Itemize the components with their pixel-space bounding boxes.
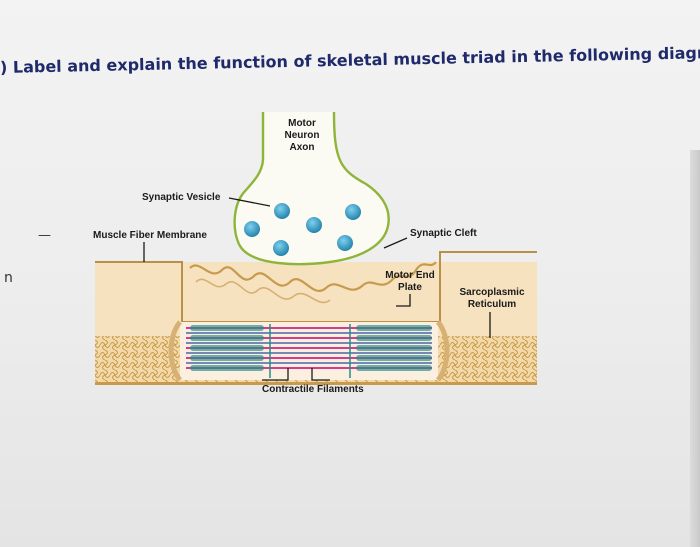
label-sarcoplasmic-reticulum: Sarcoplasmic Reticulum xyxy=(455,287,529,311)
label-line: Motor xyxy=(288,118,316,129)
thin-filaments xyxy=(186,332,432,364)
vesicle xyxy=(306,217,322,233)
label-synaptic-cleft: Synaptic Cleft xyxy=(410,228,477,239)
page-edge xyxy=(690,150,700,547)
vesicle xyxy=(345,204,361,220)
leader-synaptic-cleft xyxy=(383,237,408,249)
leader-filaments-right xyxy=(311,368,330,381)
fiber-lower-edge xyxy=(95,382,537,385)
z-lines xyxy=(269,324,351,378)
label-muscle-fiber-membrane: Muscle Fiber Membrane xyxy=(93,230,207,241)
label-line: Motor End xyxy=(385,270,435,281)
vesicle xyxy=(337,235,353,251)
label-synaptic-vesicle: Synaptic Vesicle xyxy=(142,192,221,203)
right-cap xyxy=(435,320,450,382)
vesicle xyxy=(273,240,289,256)
label-motor-end-plate: Motor End Plate xyxy=(380,270,440,294)
junctional-folds-inner xyxy=(195,278,331,304)
myosin-heads-right xyxy=(356,325,432,371)
label-line: Sarcoplasmic xyxy=(459,287,525,298)
vesicle xyxy=(244,221,260,237)
label-motor-neuron-axon: Motor Neuron Axon xyxy=(276,118,328,154)
leader-end-plate xyxy=(396,294,411,307)
myosin-heads-left xyxy=(190,325,264,371)
label-line: Reticulum xyxy=(467,299,517,310)
label-contractile-filaments: Contractile Filaments xyxy=(262,384,364,395)
axon-terminal xyxy=(233,111,390,266)
label-line: Plate xyxy=(398,282,422,293)
label-line: Axon xyxy=(289,142,315,153)
left-cap xyxy=(168,320,183,382)
synaptic-vesicles xyxy=(244,203,361,256)
margin-dash: — xyxy=(38,228,51,243)
junctional-folds xyxy=(189,261,437,292)
vesicle xyxy=(274,203,290,219)
label-line: Neuron xyxy=(284,130,320,141)
leader-filaments-left xyxy=(262,368,289,381)
leader-synaptic-vesicle xyxy=(228,197,271,207)
margin-letter: n xyxy=(4,270,13,286)
leader-lines xyxy=(143,197,491,381)
